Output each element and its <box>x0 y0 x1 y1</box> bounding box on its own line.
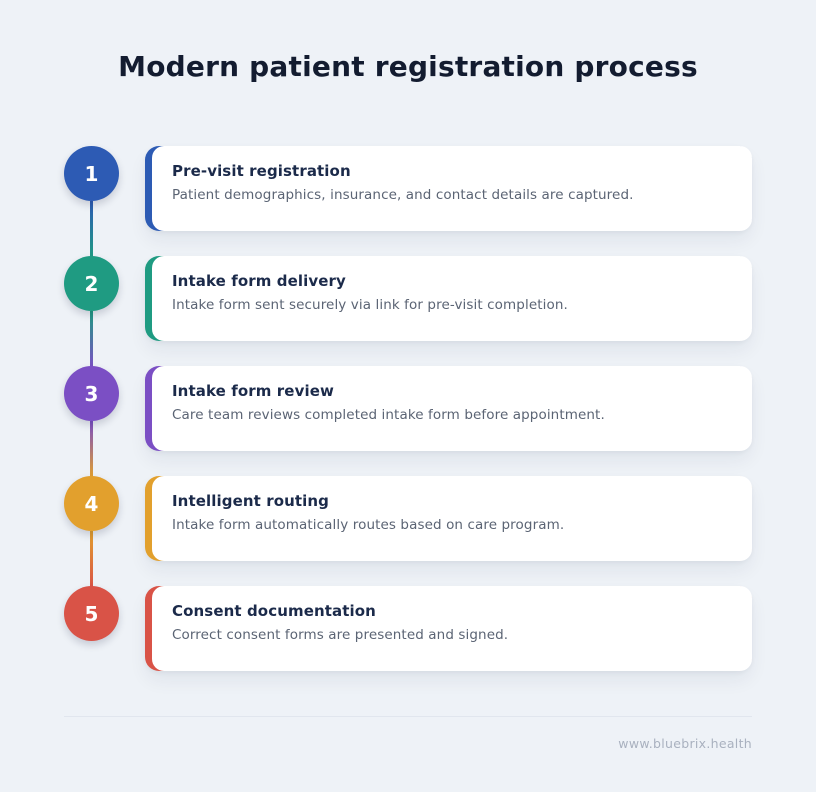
step-row-4: 4 Intelligent routing Intake form automa… <box>64 476 752 588</box>
footer-website: www.bluebrix.health <box>618 736 752 751</box>
step-row-5: 5 Consent documentation Correct consent … <box>64 586 752 671</box>
step-number: 3 <box>84 381 99 406</box>
step-number-badge: 2 <box>64 256 119 311</box>
page-title: Modern patient registration process <box>118 50 698 83</box>
step-card: Intake form review Care team reviews com… <box>145 366 752 451</box>
step-card-body: Consent documentation Correct consent fo… <box>152 586 752 671</box>
step-marker-1: 1 <box>64 146 120 258</box>
step-marker-3: 3 <box>64 366 120 478</box>
timeline-connector <box>90 421 93 478</box>
step-card-body: Intelligent routing Intake form automati… <box>152 476 752 561</box>
timeline-connector <box>90 531 93 588</box>
step-number-badge: 4 <box>64 476 119 531</box>
header: Modern patient registration process <box>64 0 752 83</box>
step-row-2: 2 Intake form delivery Intake form sent … <box>64 256 752 368</box>
step-row-1: 1 Pre-visit registration Patient demogra… <box>64 146 752 258</box>
step-marker-4: 4 <box>64 476 120 588</box>
footer: www.bluebrix.health <box>64 716 752 751</box>
step-title: Intake form delivery <box>172 272 346 290</box>
step-card: Pre-visit registration Patient demograph… <box>145 146 752 231</box>
step-card-body: Pre-visit registration Patient demograph… <box>152 146 752 231</box>
step-title: Consent documentation <box>172 602 376 620</box>
step-row-3: 3 Intake form review Care team reviews c… <box>64 366 752 478</box>
step-number: 2 <box>84 271 99 296</box>
step-marker-5: 5 <box>64 586 120 671</box>
step-description: Patient demographics, insurance, and con… <box>172 187 634 203</box>
step-number: 4 <box>84 491 99 516</box>
timeline-connector <box>90 311 93 368</box>
step-card: Consent documentation Correct consent fo… <box>145 586 752 671</box>
step-title: Intelligent routing <box>172 492 330 510</box>
step-description: Correct consent forms are presented and … <box>172 627 509 643</box>
step-number: 5 <box>84 601 99 626</box>
step-description: Care team reviews completed intake form … <box>172 407 605 423</box>
step-description: Intake form automatically routes based o… <box>172 517 565 533</box>
step-title: Pre-visit registration <box>172 162 351 180</box>
process-timeline: 1 Pre-visit registration Patient demogra… <box>64 146 752 671</box>
step-number-badge: 5 <box>64 586 119 641</box>
step-title: Intake form review <box>172 382 334 400</box>
step-card-body: Intake form review Care team reviews com… <box>152 366 752 451</box>
step-description: Intake form sent securely via link for p… <box>172 297 568 313</box>
step-number: 1 <box>84 161 99 186</box>
timeline-connector <box>90 201 93 258</box>
footer-divider <box>64 716 752 717</box>
step-card: Intake form delivery Intake form sent se… <box>145 256 752 341</box>
step-card: Intelligent routing Intake form automati… <box>145 476 752 561</box>
step-marker-2: 2 <box>64 256 120 368</box>
step-card-body: Intake form delivery Intake form sent se… <box>152 256 752 341</box>
step-number-badge: 1 <box>64 146 119 201</box>
step-number-badge: 3 <box>64 366 119 421</box>
